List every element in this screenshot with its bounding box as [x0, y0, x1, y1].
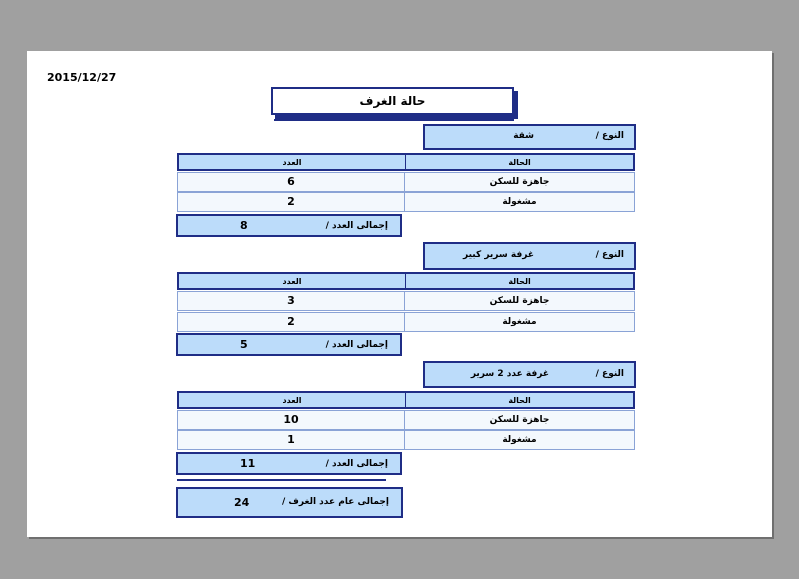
status-header: الحالة — [508, 396, 531, 405]
type-value: شقة — [513, 131, 534, 141]
type-box: النوع / غرفة عدد 2 سرير — [423, 361, 636, 388]
count-cell: 3 — [287, 294, 295, 307]
count-cell: 1 — [287, 433, 295, 446]
type-value: غرفة سرير كبير — [463, 250, 534, 260]
table-row: 1 مشغولة — [177, 430, 635, 450]
count-cell: 2 — [287, 195, 295, 208]
count-header: العدد — [282, 277, 302, 286]
status-cell: مشغولة — [502, 197, 537, 207]
total-label: إجمالى العدد / — [325, 459, 388, 469]
table-row: 6 جاهزة للسكن — [177, 172, 635, 192]
type-value: غرفة عدد 2 سرير — [470, 369, 549, 379]
status-header: الحالة — [508, 158, 531, 167]
total-value: 5 — [240, 338, 248, 351]
table-header: العدد الحالة — [177, 153, 635, 171]
total-box: إجمالى العدد / 8 — [176, 214, 402, 237]
grand-total-divider — [177, 479, 386, 481]
total-value: 8 — [240, 219, 248, 232]
type-box: النوع / شقة — [423, 124, 636, 150]
status-cell: جاهزة للسكن — [489, 415, 550, 425]
count-cell: 6 — [287, 175, 295, 188]
status-cell: جاهزة للسكن — [489, 296, 550, 306]
count-cell: 10 — [283, 413, 299, 426]
count-header: العدد — [282, 396, 302, 405]
grand-total-label: إجمالى عام عدد الغرف / — [282, 497, 389, 507]
report-page: 2015/12/27 حالة الغرف النوع / شقة العدد … — [27, 51, 772, 537]
table-row: 3 جاهزة للسكن — [177, 291, 635, 311]
table-row: 10 جاهزة للسكن — [177, 410, 635, 430]
status-cell: جاهزة للسكن — [489, 177, 550, 187]
type-label: النوع / — [595, 131, 624, 141]
type-box: النوع / غرفة سرير كبير — [423, 242, 636, 270]
table-header: العدد الحالة — [177, 391, 635, 409]
total-value: 11 — [240, 457, 256, 470]
total-label: إجمالى العدد / — [325, 340, 388, 350]
total-box: إجمالى العدد / 5 — [176, 333, 402, 356]
report-date: 2015/12/27 — [47, 71, 117, 84]
table-row: 2 مشغولة — [177, 192, 635, 212]
count-cell: 2 — [287, 315, 295, 328]
table-row: 2 مشغولة — [177, 312, 635, 332]
type-label: النوع / — [595, 250, 624, 260]
report-title: حالة الغرف — [271, 87, 514, 115]
title-underline — [274, 119, 514, 121]
status-cell: مشغولة — [502, 317, 537, 327]
total-label: إجمالى العدد / — [325, 221, 388, 231]
report-title-box: حالة الغرف — [271, 87, 518, 119]
grand-total-value: 24 — [234, 496, 250, 509]
total-box: إجمالى العدد / 11 — [176, 452, 402, 475]
table-header: العدد الحالة — [177, 272, 635, 290]
status-cell: مشغولة — [502, 435, 537, 445]
type-label: النوع / — [595, 369, 624, 379]
grand-total-box: إجمالى عام عدد الغرف / 24 — [176, 487, 403, 518]
count-header: العدد — [282, 158, 302, 167]
status-header: الحالة — [508, 277, 531, 286]
